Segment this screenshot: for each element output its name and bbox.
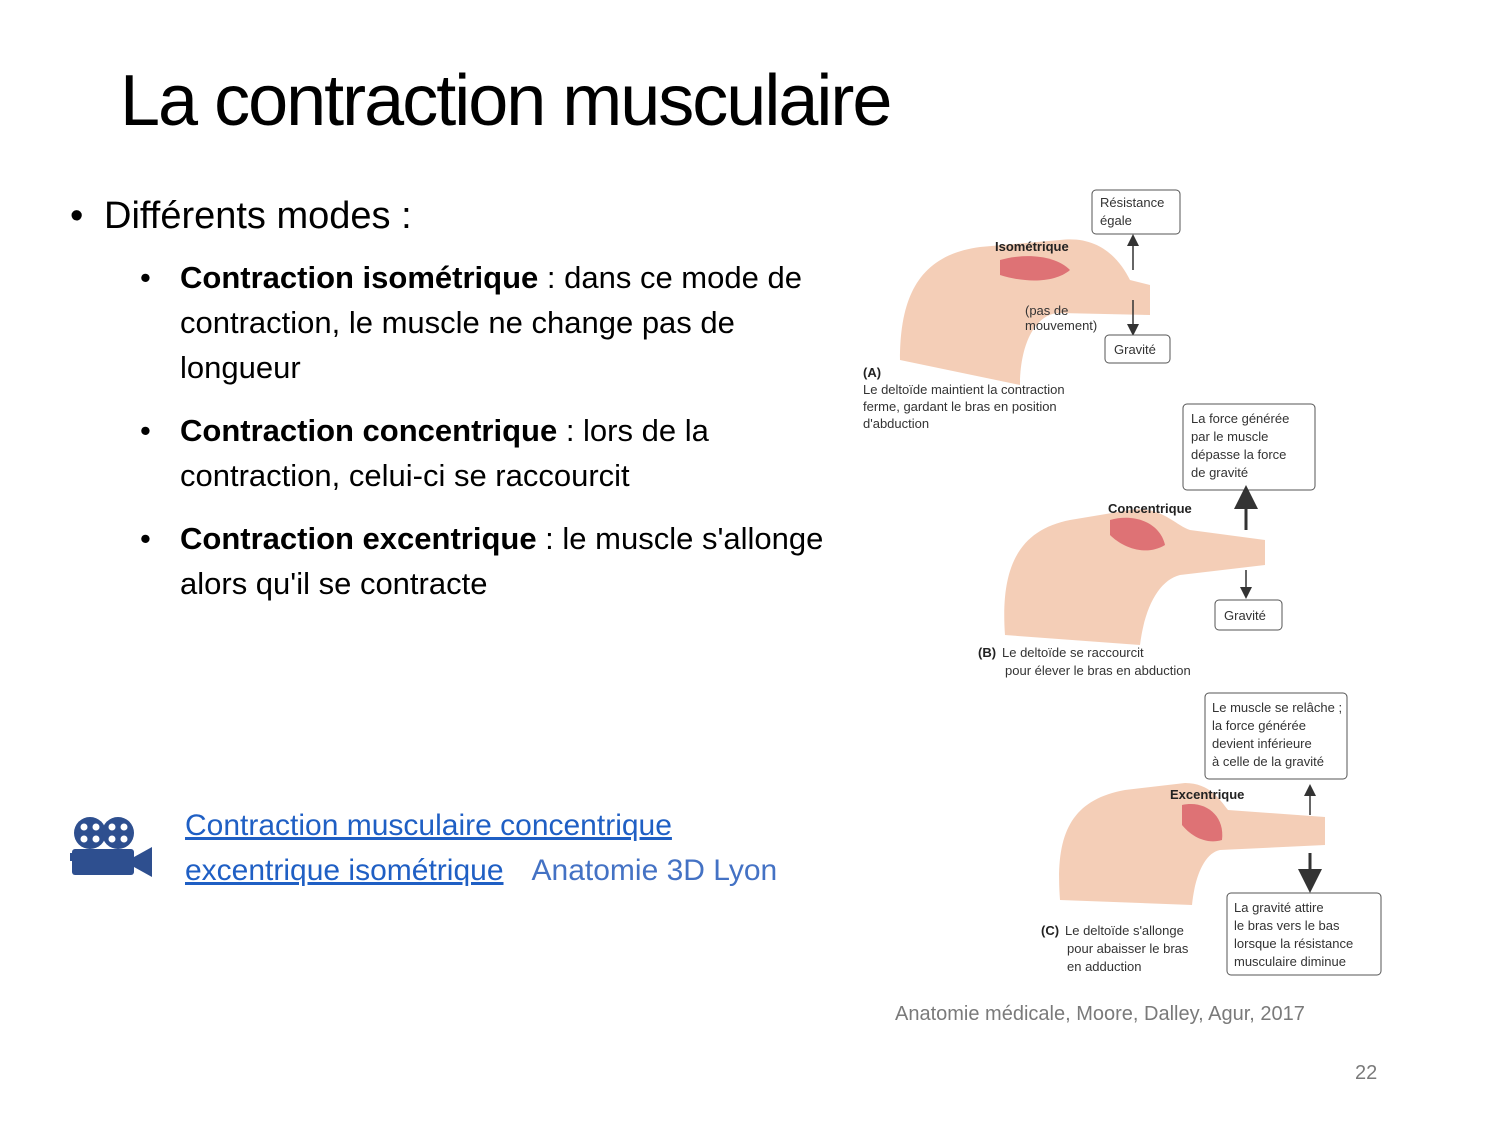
label-isometric: Isométrique bbox=[995, 239, 1069, 254]
mode-desc: : lors de la contraction, celui-ci se ra… bbox=[180, 412, 709, 493]
box-text: La force générée bbox=[1191, 411, 1289, 426]
caption-a-3: d'abduction bbox=[863, 416, 929, 431]
panel-eccentric: Le muscle se relâche ; la force générée … bbox=[1041, 692, 1382, 976]
bullet-dot: • bbox=[140, 260, 151, 295]
main-bullet-text: Différents modes : bbox=[104, 195, 412, 237]
panel-isometric: Résistance égale Isométrique (pas de mou… bbox=[863, 189, 1181, 431]
mode-item-concentric: • Contraction concentrique : lors de la … bbox=[140, 409, 830, 499]
box-text: égale bbox=[1100, 213, 1132, 228]
deltoid-contraction-figure: Résistance égale Isométrique (pas de mou… bbox=[863, 189, 1382, 976]
video-link-line1[interactable]: Contraction musculaire concentrique bbox=[185, 809, 672, 842]
box-text: dépasse la force bbox=[1191, 447, 1286, 462]
caption-a-1: Le deltoïde maintient la contraction bbox=[863, 382, 1065, 397]
box-text: La gravité attire bbox=[1234, 900, 1324, 915]
svg-text:(pas de: (pas de bbox=[1025, 303, 1068, 318]
mode-term: Contraction isométrique bbox=[180, 260, 539, 295]
svg-text:égale: égale bbox=[1100, 213, 1132, 228]
mode-item-isometric: • Contraction isométrique : dans ce mode… bbox=[140, 256, 830, 391]
main-bullet: • Différents modes : bbox=[70, 195, 830, 238]
panel-concentric: La force générée par le muscle dépasse l… bbox=[978, 403, 1316, 678]
box-text: devient inférieure bbox=[1212, 736, 1312, 751]
bullet-dot: • bbox=[140, 520, 151, 556]
caption-b-2: pour élever le bras en abduction bbox=[1005, 663, 1191, 678]
letter-a: (A) bbox=[863, 365, 881, 380]
note-text: (pas de bbox=[1025, 303, 1068, 318]
box-text: à celle de la gravité bbox=[1212, 754, 1324, 769]
mode-item-eccentric: • Contraction excentrique : le muscle s'… bbox=[140, 517, 830, 607]
box-text: le bras vers le bas bbox=[1234, 918, 1340, 933]
box-text: Le muscle se relâche ; bbox=[1212, 700, 1342, 715]
video-source: Anatomie 3D Lyon bbox=[531, 854, 778, 887]
mode-text: Contraction isométrique : dans ce mode d… bbox=[180, 256, 830, 391]
caption-c-1: Le deltoïde s'allonge bbox=[1065, 923, 1184, 938]
label-concentric: Concentrique bbox=[1108, 501, 1192, 516]
deltoid-b bbox=[1110, 517, 1165, 551]
caption-a-2: ferme, gardant le bras en position bbox=[863, 399, 1057, 414]
image-credit: Anatomie médicale, Moore, Dalley, Agur, … bbox=[895, 1003, 1305, 1025]
deltoid-a bbox=[1000, 256, 1070, 281]
box-text: la force générée bbox=[1212, 718, 1306, 733]
video-link-block: Contraction musculaire concentrique exce… bbox=[185, 803, 777, 893]
label-eccentric: Excentrique bbox=[1170, 787, 1244, 802]
svg-text:Résistance: Résistance bbox=[1100, 195, 1164, 210]
mode-text: Contraction concentrique : lors de la co… bbox=[180, 409, 830, 499]
svg-text:mouvement): mouvement) bbox=[1025, 318, 1097, 333]
mode-text: Contraction excentrique : le muscle s'al… bbox=[180, 517, 830, 607]
deltoid-c bbox=[1182, 804, 1223, 842]
caption-b-1: Le deltoïde se raccourcit bbox=[1002, 645, 1144, 660]
box-gravite-a: Gravité bbox=[1114, 342, 1156, 357]
mode-term: Contraction concentrique bbox=[180, 412, 558, 448]
slide-title: La contraction musculaire bbox=[120, 61, 892, 141]
mode-desc: : dans ce mode de contraction, le muscle… bbox=[180, 260, 802, 385]
bullet-list: • Différents modes : • Contraction isomé… bbox=[70, 195, 830, 607]
video-link-line2[interactable]: excentrique isométrique bbox=[185, 854, 504, 887]
page-number: 22 bbox=[1355, 1062, 1378, 1084]
video-camera-icon[interactable] bbox=[70, 815, 154, 877]
box-text: de gravité bbox=[1191, 465, 1248, 480]
box-text: par le muscle bbox=[1191, 429, 1268, 444]
caption-c-3: en adduction bbox=[1067, 959, 1141, 974]
bullet-dot: • bbox=[140, 412, 151, 448]
note-text: mouvement) bbox=[1025, 318, 1097, 333]
mode-term: Contraction excentrique bbox=[180, 520, 537, 556]
caption-c-2: pour abaisser le bras bbox=[1067, 941, 1189, 956]
bullet-dot: • bbox=[70, 195, 84, 237]
torso-a bbox=[900, 239, 1150, 385]
mode-desc: : le muscle s'allonge alors qu'il se con… bbox=[180, 520, 824, 601]
letter-c: (C) bbox=[1041, 923, 1059, 938]
letter-b: (B) bbox=[978, 645, 996, 660]
torso-c bbox=[1059, 783, 1325, 905]
torso-b bbox=[1004, 509, 1265, 645]
box-text: Résistance bbox=[1100, 195, 1164, 210]
box-gravite-b: Gravité bbox=[1224, 608, 1266, 623]
box-text: lorsque la résistance bbox=[1234, 936, 1353, 951]
box-text: musculaire diminue bbox=[1234, 954, 1346, 969]
